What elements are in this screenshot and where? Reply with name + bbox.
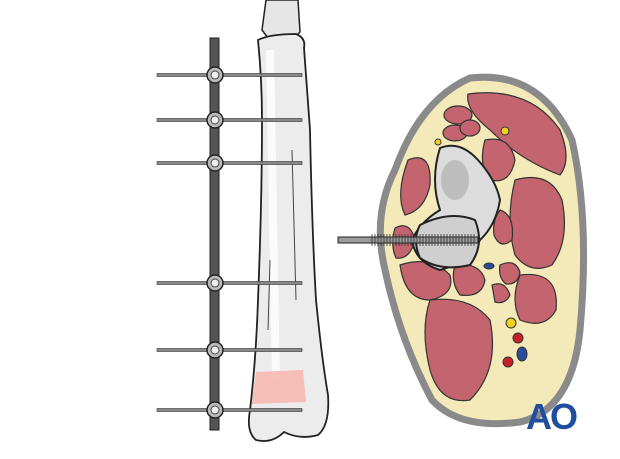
clamp-nut — [210, 405, 220, 415]
nerve-2 — [434, 138, 442, 146]
schanz-pin — [156, 161, 303, 165]
nerve-3 — [505, 317, 517, 329]
tibia-medullary — [441, 160, 469, 200]
ao-logo: AO — [526, 396, 578, 437]
schanz-pin — [156, 73, 303, 77]
clamp-nut — [210, 115, 220, 125]
vein-2 — [516, 346, 528, 362]
fixator-rod — [209, 37, 220, 431]
fixator-pins — [156, 66, 303, 419]
clamp-nut — [210, 278, 220, 288]
pin-threads — [371, 234, 475, 246]
tibia-line-2 — [267, 259, 271, 331]
schanz-pin — [156, 118, 303, 122]
artery — [512, 332, 524, 344]
clamp-nut — [210, 70, 220, 80]
artery-2 — [502, 356, 514, 368]
nerve — [500, 126, 510, 136]
tibia-line — [291, 149, 297, 301]
muscles — [392, 92, 567, 402]
clamp-nut — [210, 345, 220, 355]
schanz-pin — [156, 281, 303, 285]
schanz-pin — [156, 348, 303, 352]
tibia-highlight — [266, 49, 280, 381]
fracture-zone — [252, 370, 306, 404]
schanz-pin — [156, 408, 303, 412]
clamp-nut — [210, 158, 220, 168]
vein — [483, 262, 495, 270]
